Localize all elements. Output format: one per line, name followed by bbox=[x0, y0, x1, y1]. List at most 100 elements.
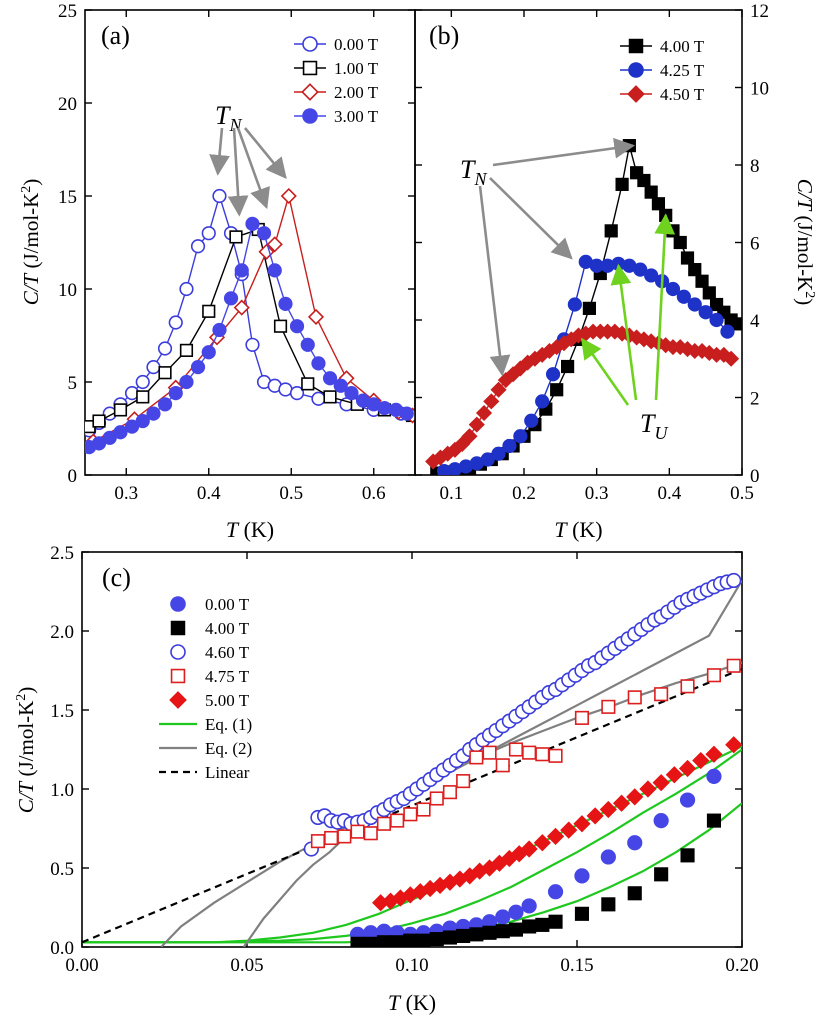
panel-a-data-point bbox=[307, 308, 325, 325]
panel-c-data-point bbox=[403, 933, 418, 947]
panel-b-data bbox=[425, 139, 742, 475]
panel-c-data-point bbox=[680, 848, 695, 863]
panel-a-data-point bbox=[333, 378, 348, 393]
panel-c-x-tick-label: 0.15 bbox=[560, 955, 593, 976]
panel-a-y-tick-label: 0 bbox=[68, 466, 78, 487]
panel-b-data-point bbox=[502, 438, 517, 454]
panel-b-data-point bbox=[720, 324, 735, 339]
panel-c-x-tick-label: 0.10 bbox=[395, 955, 428, 976]
panel-a-data-point bbox=[399, 406, 414, 421]
panel-a-data-point bbox=[229, 230, 243, 244]
panel-c-data-point bbox=[599, 800, 617, 819]
panel-c-data-point bbox=[546, 827, 565, 846]
panel-b-y-tick-label: 8 bbox=[750, 156, 760, 177]
panel-c-data-point bbox=[692, 751, 710, 770]
panel-c-data-point bbox=[706, 768, 722, 784]
panel-c-data-point bbox=[508, 742, 524, 757]
panel-a-y-tick-label: 15 bbox=[58, 187, 77, 208]
panel-b-x-tick-label: 0.4 bbox=[657, 483, 681, 504]
panel-b-tu-arrow bbox=[580, 337, 630, 406]
panel-c-y-tick-label: 2.0 bbox=[50, 622, 74, 643]
panel-c-legend-entry: 4.75 T bbox=[205, 667, 250, 686]
panel-c-data-point bbox=[726, 658, 741, 673]
panel-c-data-point bbox=[725, 736, 742, 754]
panel-c-data-point bbox=[363, 826, 378, 841]
panel-b-tu-arrow bbox=[610, 263, 638, 401]
panel-b-data-point bbox=[715, 346, 732, 363]
panel-b-data-point bbox=[665, 281, 681, 297]
panel-a-data-point bbox=[135, 413, 150, 429]
panel-b-data-point bbox=[454, 435, 471, 453]
panel-c-data-point bbox=[456, 928, 471, 943]
panel-a-data-point bbox=[179, 281, 194, 297]
panel-b-x-tick-label: 0.5 bbox=[730, 483, 754, 504]
panel-c-data-point bbox=[705, 745, 723, 763]
panel-c-data-point bbox=[482, 745, 497, 760]
panel-a-data-point bbox=[113, 425, 128, 440]
panel-c-data-point bbox=[469, 927, 484, 942]
panel-c-data-point bbox=[350, 824, 365, 839]
panel-c-legend-entry: 4.60 T bbox=[205, 643, 250, 662]
panel-c-data-point bbox=[680, 679, 695, 694]
panel-c-data-point bbox=[535, 917, 550, 932]
panel-c-data-point bbox=[495, 758, 510, 773]
panel-b-legend-entry: 4.25 T bbox=[660, 61, 705, 80]
panel-a-y-tick-label: 20 bbox=[58, 94, 77, 115]
panel-c-data-point bbox=[442, 785, 458, 800]
panel-a-legend-swatch bbox=[302, 36, 318, 52]
panel-a-data-point bbox=[212, 322, 227, 338]
panel-c-data-point bbox=[376, 816, 392, 831]
panel-c-data-point bbox=[573, 815, 591, 833]
panel-b-data-point bbox=[483, 393, 500, 410]
panel-b-data-point bbox=[644, 268, 659, 283]
panel-b-data-point bbox=[698, 305, 713, 320]
panel-b-data-point bbox=[550, 383, 564, 397]
panel-c-data-point bbox=[337, 829, 352, 844]
panel-b-data-point bbox=[545, 367, 561, 382]
panel-a-data-point bbox=[273, 319, 288, 333]
panel-a-data-point bbox=[300, 337, 315, 352]
panel-c-data-point bbox=[560, 821, 578, 839]
panel-c-data-point bbox=[522, 745, 537, 760]
panel-b-data-point bbox=[561, 359, 575, 374]
panel-c-data-point bbox=[627, 690, 642, 705]
panel-b-x-tick-label: 0.1 bbox=[439, 483, 463, 504]
panel-a-data-point bbox=[278, 382, 293, 397]
panel-b-x-tick-label: 0.2 bbox=[512, 483, 536, 504]
panel-c-x-tick-label: 0.20 bbox=[725, 955, 758, 976]
panel-a-y-tick-label: 10 bbox=[58, 280, 77, 301]
panel-c-data-point bbox=[706, 668, 722, 683]
panel-a-data-point bbox=[234, 263, 249, 278]
panel-b-data-point bbox=[644, 185, 658, 199]
panel-c-legend-swatch bbox=[170, 596, 186, 612]
panel-c-data-point bbox=[363, 936, 378, 947]
panel-a-data-point bbox=[91, 436, 107, 451]
panel-a-data-point bbox=[190, 360, 206, 375]
panel-a-data-point bbox=[267, 263, 282, 278]
panel-b-y-tick-label: 4 bbox=[750, 311, 760, 332]
panel-c-data-point bbox=[310, 834, 326, 849]
panel-b-x-tick-label: 0.3 bbox=[585, 483, 609, 504]
panel-a-data-point bbox=[311, 356, 326, 371]
panel-c-data-point bbox=[652, 774, 670, 792]
panel-c-legend-entry: Eq. (1) bbox=[205, 715, 252, 734]
panel-b-y-tick-label: 2 bbox=[750, 389, 760, 410]
panel-c-data-point bbox=[548, 748, 563, 763]
panel-b-legend-swatch bbox=[627, 85, 645, 103]
panel-c-data-point bbox=[679, 792, 696, 808]
panel-a-x-axis-label: T (K) bbox=[226, 517, 274, 542]
panel-c-y-tick-label: 2.5 bbox=[50, 543, 74, 564]
panel-b-data-point bbox=[461, 428, 478, 445]
panel-a-legend-swatch bbox=[301, 83, 319, 101]
panel-b-y-tick-label: 10 bbox=[750, 79, 769, 100]
panel-a-data-point bbox=[124, 419, 140, 434]
panel-a-data-point bbox=[233, 299, 250, 316]
panel-c-legend-entry: 4.00 T bbox=[205, 619, 250, 638]
panel-c-fit-line bbox=[242, 661, 742, 947]
panel-c-data-point bbox=[612, 794, 631, 812]
panel-c-data-point bbox=[574, 868, 590, 884]
panel-a-data-point bbox=[322, 371, 338, 386]
panel-a-data-point bbox=[301, 377, 315, 391]
panel-a-data-point bbox=[223, 291, 239, 306]
panel-c-data-point bbox=[456, 774, 471, 789]
